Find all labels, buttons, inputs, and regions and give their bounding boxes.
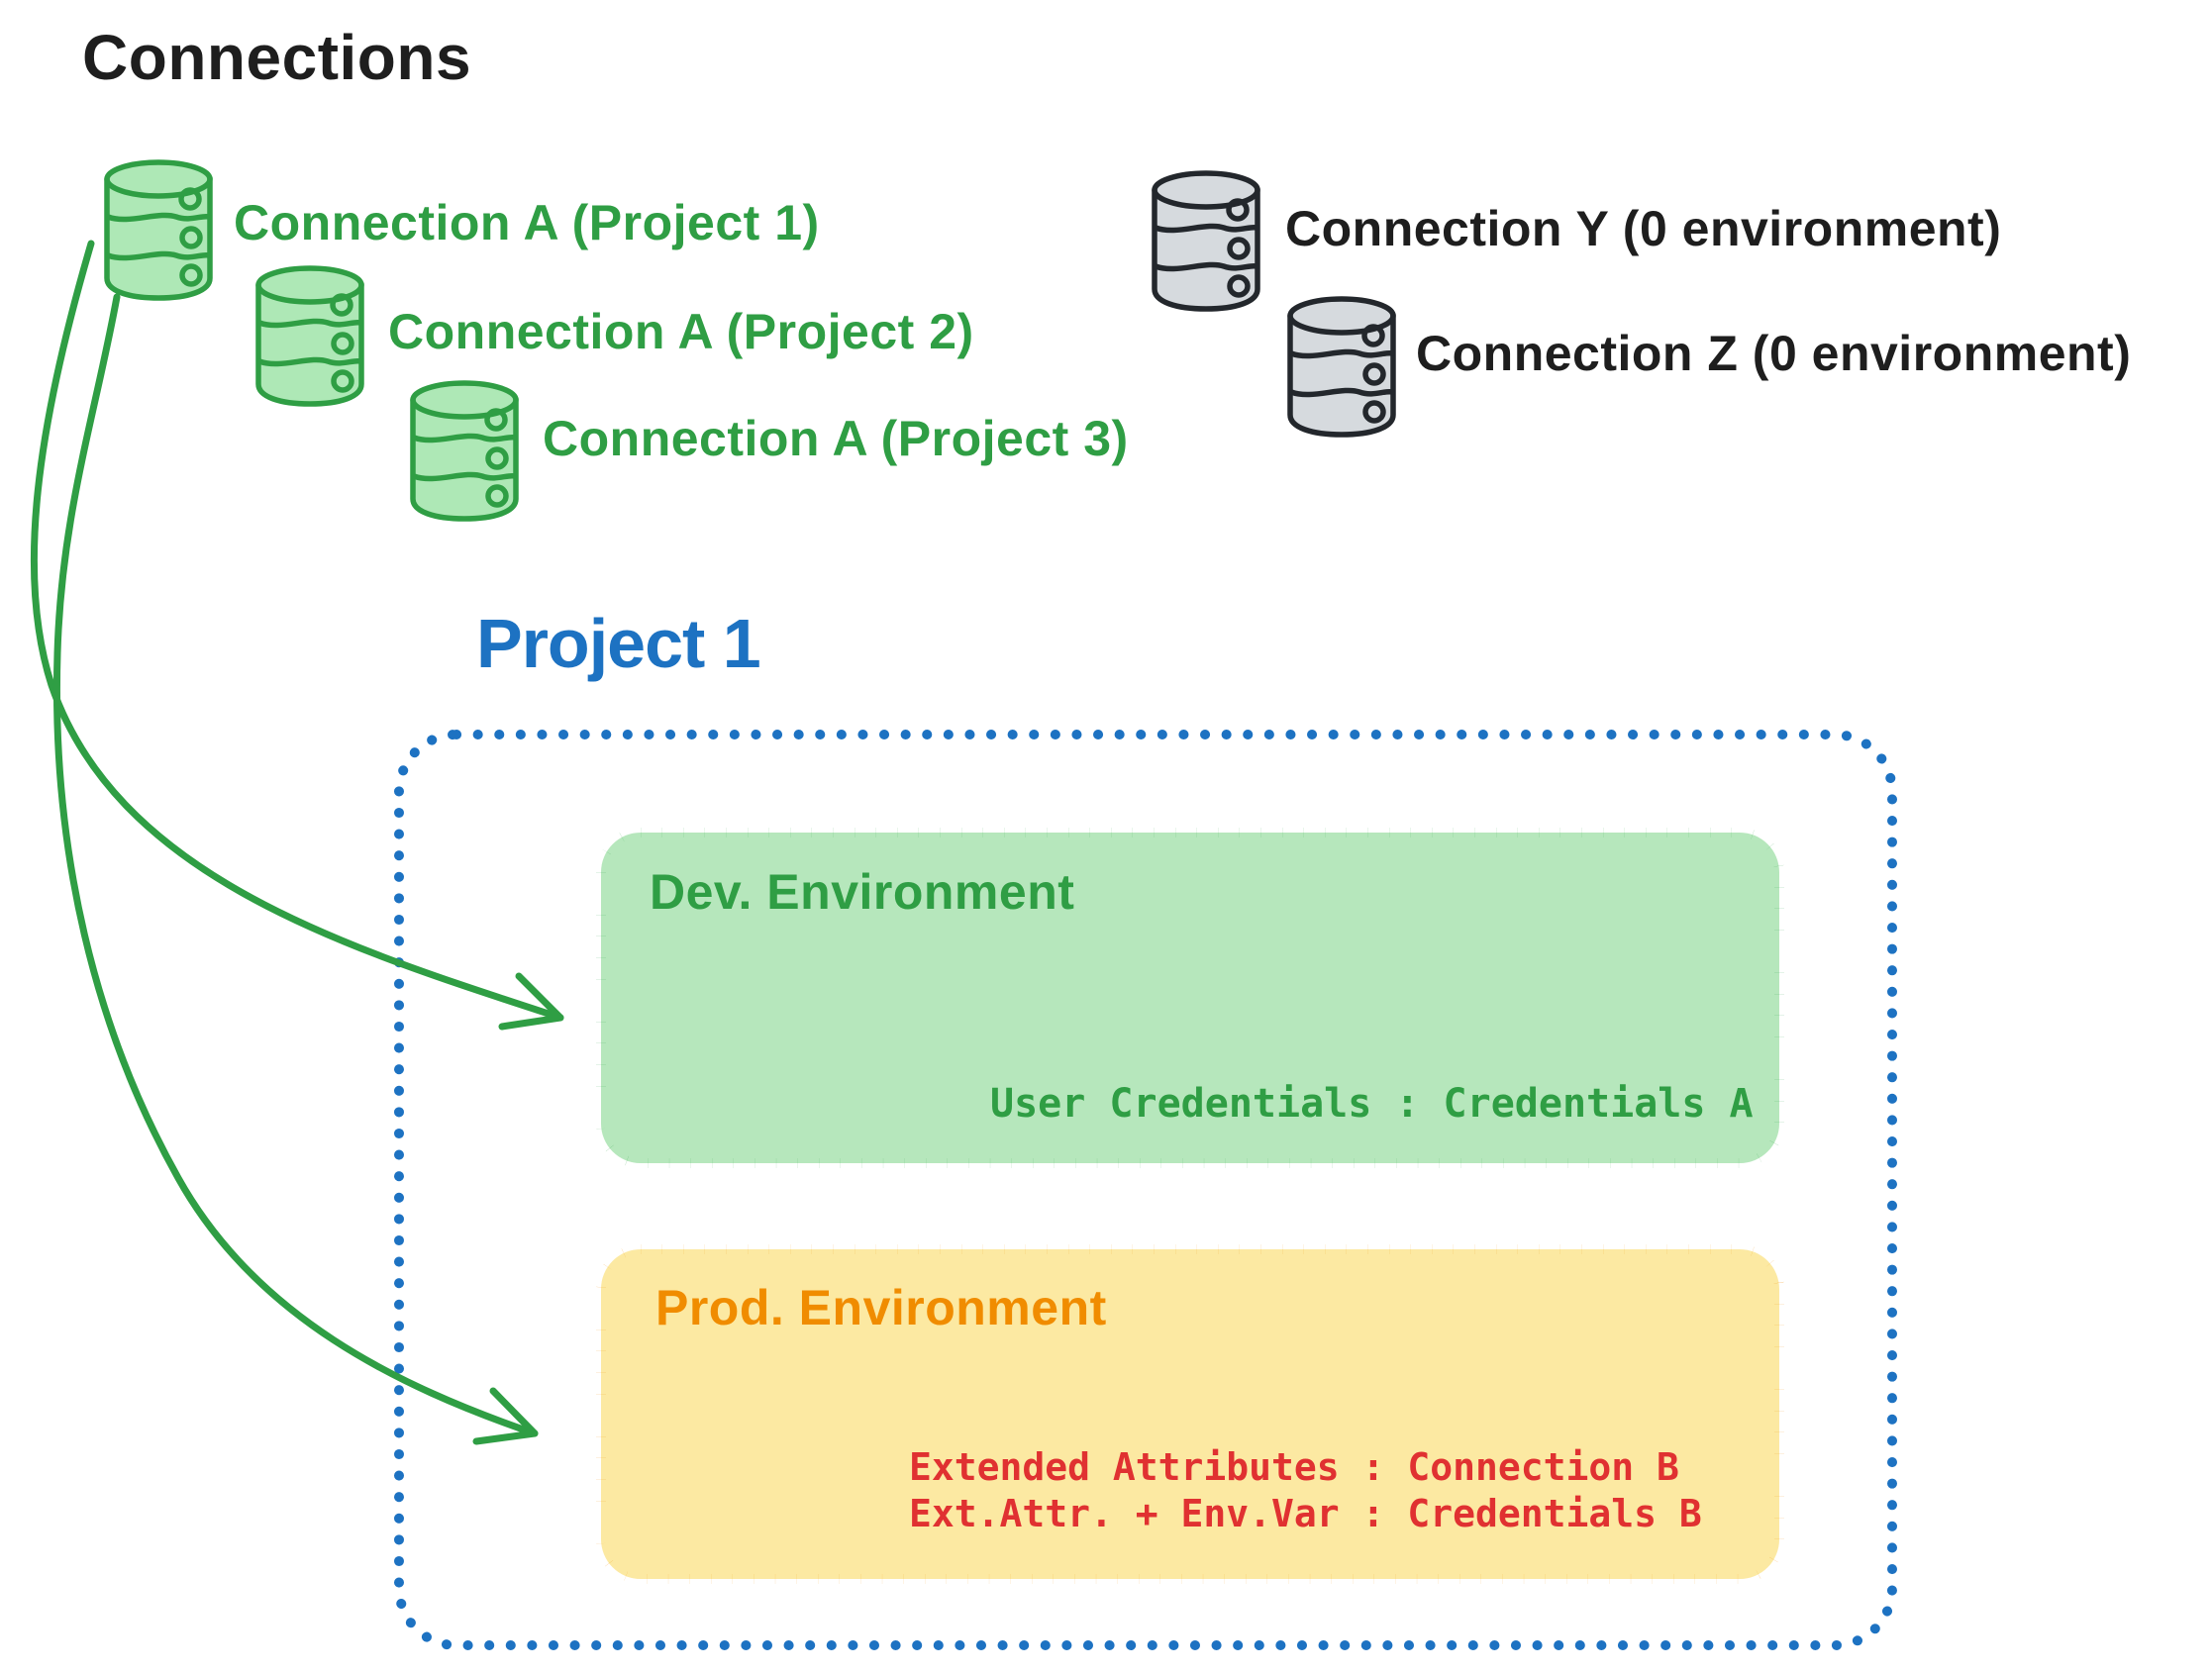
database-icon-connection-a1[interactable] xyxy=(104,159,213,301)
dev-environment-title: Dev. Environment xyxy=(650,864,1075,920)
project1-box[interactable] xyxy=(394,730,1897,1650)
arrow-connection-to-dev[interactable] xyxy=(30,240,564,1031)
connection-y-label: Connection Y (0 environment) xyxy=(1285,201,2002,256)
prod-ext-attr-env-var-line: Ext.Attr. + Env.Var : Credentials B xyxy=(909,1492,1702,1535)
database-icon-connection-a2[interactable] xyxy=(255,265,364,407)
connection-a-project3-label: Connection A (Project 3) xyxy=(543,411,1129,466)
database-icon-connection-y[interactable] xyxy=(1152,170,1260,312)
arrowhead-icon xyxy=(498,972,564,1031)
prod-environment-title: Prod. Environment xyxy=(655,1280,1107,1335)
prod-environment-credentials-text: Extended Attributes : Connection B Ext.A… xyxy=(909,1444,1702,1537)
database-icon-connection-a3[interactable] xyxy=(410,380,519,522)
dev-environment-box[interactable] xyxy=(596,828,1784,1168)
database-icon-connection-z[interactable] xyxy=(1287,296,1396,438)
arrow-connection-to-prod[interactable] xyxy=(53,293,539,1445)
connection-a-project2-label: Connection A (Project 2) xyxy=(388,304,974,359)
connection-z-label: Connection Z (0 environment) xyxy=(1416,326,2132,381)
project1-title: Project 1 xyxy=(476,605,761,682)
dev-environment-credentials-text: User Credentials : Credentials A xyxy=(990,1081,1754,1127)
prod-extended-attributes-line: Extended Attributes : Connection B xyxy=(909,1445,1679,1489)
prod-environment-box[interactable] xyxy=(596,1244,1784,1584)
connection-a-project1-label: Connection A (Project 1) xyxy=(234,195,820,250)
connections-title: Connections xyxy=(82,22,472,93)
arrowhead-icon xyxy=(472,1387,539,1445)
